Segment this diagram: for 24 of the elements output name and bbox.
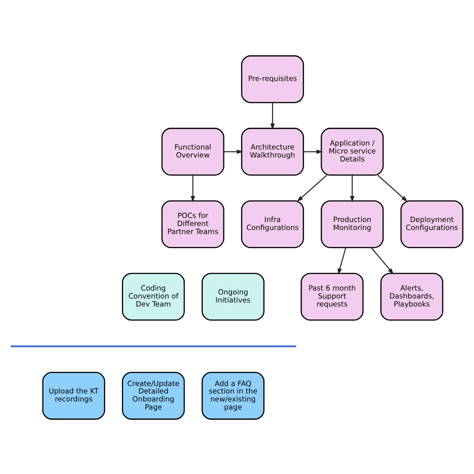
- node-box: POCs for Different Partner Teams: [161, 200, 224, 248]
- arrow: [338, 246, 346, 274]
- node-box: Ongoing Initiatives: [202, 272, 264, 320]
- node-box: Production Monitoring: [320, 200, 384, 248]
- node-box: Functional Overview: [161, 127, 224, 176]
- node-box: Infra Configurations: [241, 200, 304, 248]
- node-box: Past 6 month Support requests: [300, 272, 364, 320]
- node-box: Alerts, Dashboards, Playbooks: [380, 272, 444, 320]
- node-box: Architecture Walkthrough: [241, 127, 304, 176]
- node-box: Application / Micro service Details: [320, 127, 384, 176]
- node-box: Upload the KT recordings: [42, 371, 106, 420]
- arrow: [304, 149, 323, 154]
- arrow: [377, 174, 408, 202]
- node-box: Coding Convention of Dev Team: [122, 272, 185, 320]
- node-box: Add a FAQ section in the new/existing page: [202, 371, 264, 420]
- arrow: [370, 246, 394, 274]
- node-box: Pre-requisites: [241, 54, 304, 103]
- node-box: Create/Update Detailed Onboarding Page: [122, 371, 185, 420]
- arrow: [190, 174, 196, 202]
- node-box: Deployment Configurations: [400, 200, 464, 248]
- arrow: [296, 174, 328, 202]
- arrow: [224, 149, 244, 154]
- arrow: [350, 174, 354, 202]
- arrow: [270, 102, 275, 130]
